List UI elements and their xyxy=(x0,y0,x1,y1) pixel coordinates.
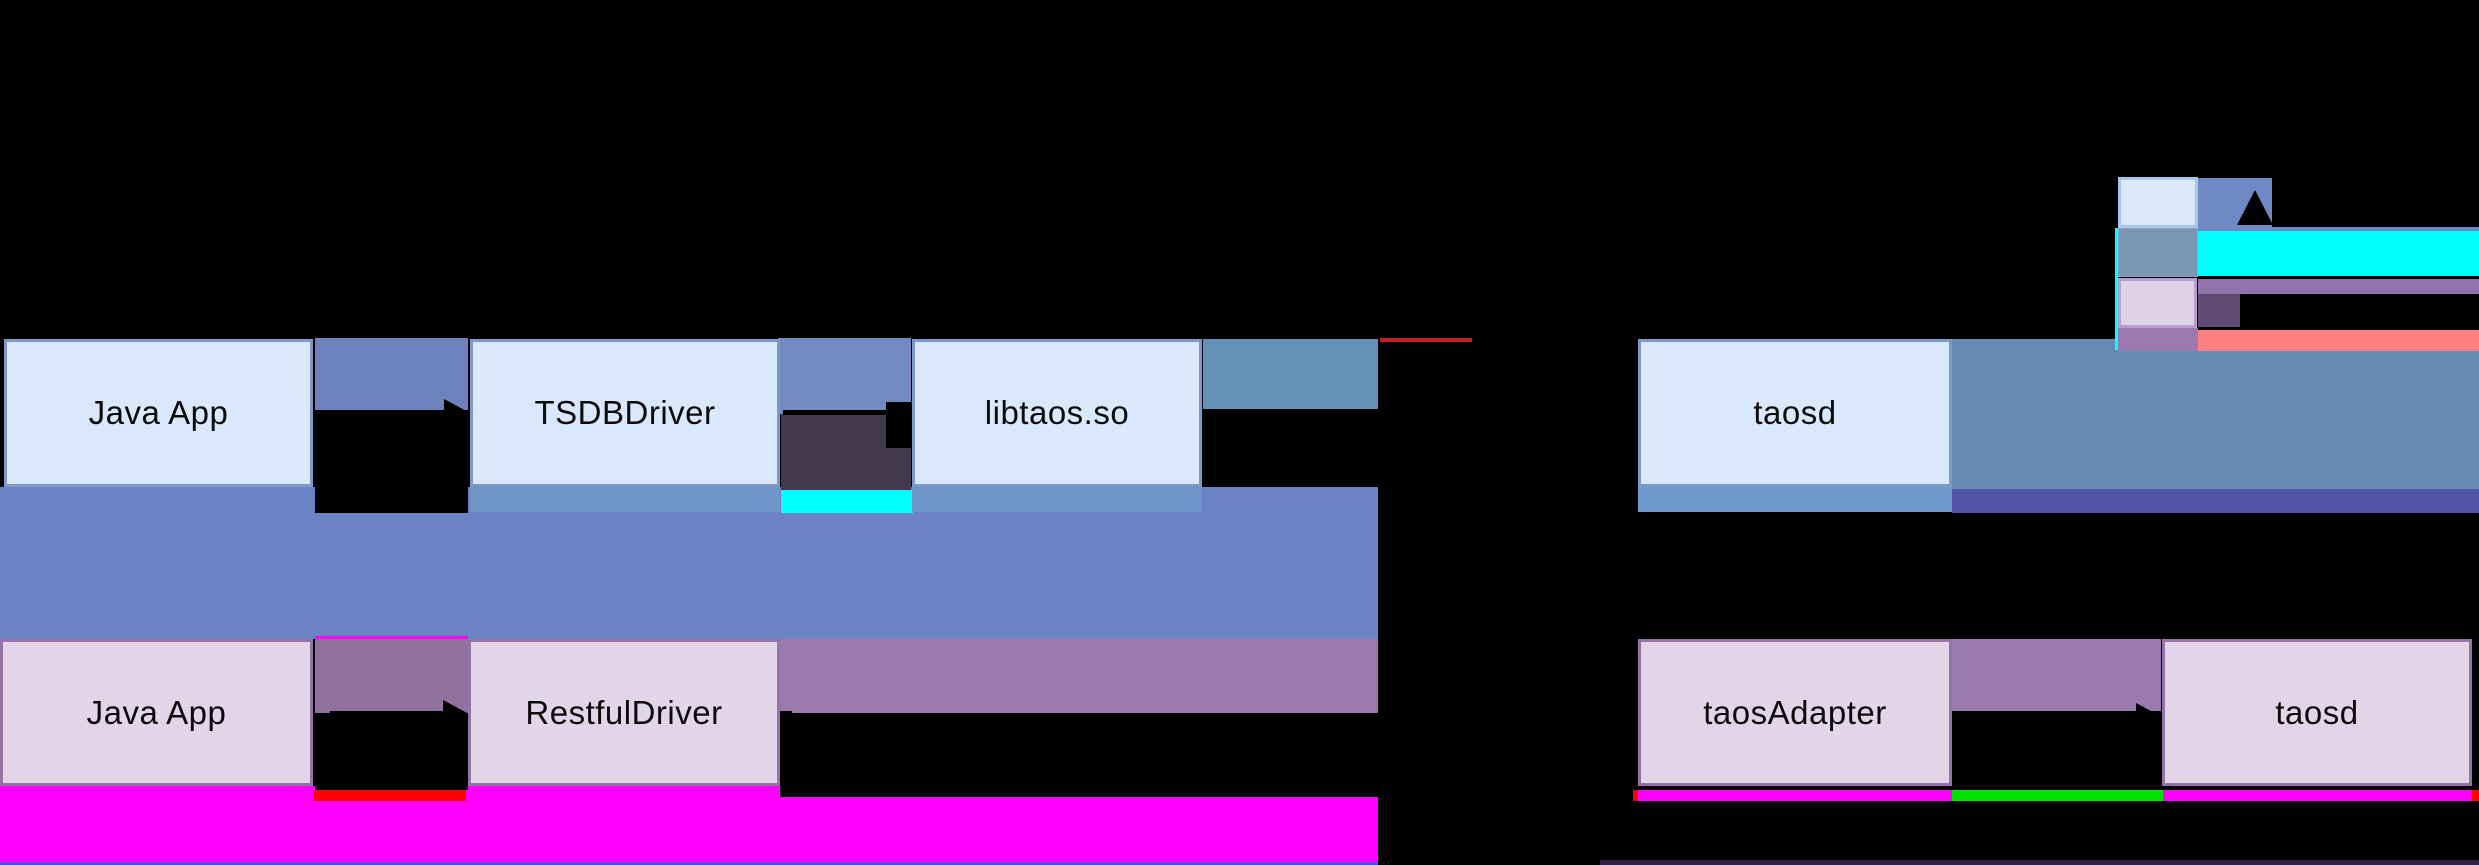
arrow-to-taosadapter-tail xyxy=(1598,711,1614,716)
magenta-strip-under-taosadapter xyxy=(1638,790,1952,801)
box-libtaos-label: libtaos.so xyxy=(984,394,1130,431)
arrowhead-javaapp-to-restfuldriver xyxy=(443,700,469,728)
arrowhead-taosadapter-to-taosd xyxy=(2136,703,2162,731)
gap-black-cutout xyxy=(315,410,468,513)
band-javaapp-tsdbdriver xyxy=(315,338,468,412)
box-taosd-bottom-label: taosd xyxy=(2275,693,2359,731)
legend-swatch-steel xyxy=(2118,228,2198,277)
legend-swatch-light-blue xyxy=(2118,177,2198,228)
arrow-taosadapter-to-taosd xyxy=(1958,714,2138,719)
box-tsdbdriver-label: TSDBDriver xyxy=(534,394,716,431)
legend-slate-underline xyxy=(2198,227,2479,231)
box-taosd-bottom: taosd xyxy=(2162,639,2472,786)
green-strip xyxy=(1952,790,2163,801)
band-right-of-restfuldriver xyxy=(780,639,1378,713)
steel-strip-under-taosd xyxy=(1638,487,1952,512)
box-java-app-bottom: Java App xyxy=(0,639,313,786)
bottom-blue-strip xyxy=(0,862,1378,865)
steel-strip-under-libtaos xyxy=(912,487,1202,512)
arrowhead-to-taosadapter xyxy=(1612,700,1638,728)
legend-salmon-bar xyxy=(2198,330,2479,351)
box-java-app-top: Java App xyxy=(4,339,313,487)
indigo-band xyxy=(1952,489,2479,513)
box-libtaos: libtaos.so xyxy=(912,339,1202,487)
bottom-dark-purple-strip xyxy=(1600,860,2479,865)
arrow-javaapp-to-tsdbdriver xyxy=(330,410,450,415)
box-taosadapter-label: taosAdapter xyxy=(1703,693,1887,731)
legend-cyan-bar xyxy=(2198,231,2479,276)
bottom-right-black-cutout xyxy=(780,713,1378,797)
bottom-gap-black-cutout xyxy=(315,713,468,790)
band-javaapp-restfuldriver xyxy=(315,639,468,713)
magenta-band xyxy=(0,786,1378,862)
band-tsdbdriver-libtaos xyxy=(778,338,911,414)
legend-dark-purple-chunk xyxy=(2198,294,2240,327)
box-taosd-top: taosd xyxy=(1638,339,1952,487)
magenta-strip-under-taosd-bottom xyxy=(2163,790,2472,801)
red-line-segment xyxy=(1380,338,1472,342)
red-sliver-left xyxy=(1633,790,1639,801)
cyan-strip xyxy=(781,490,913,513)
legend-cyan-sliver xyxy=(2115,228,2118,350)
band-taosadapter-taosd xyxy=(1952,639,2161,711)
box-taosadapter: taosAdapter xyxy=(1638,639,1952,786)
arrowhead-libtaos-to-taosd xyxy=(1612,399,1638,427)
box-taosd-top-label: taosd xyxy=(1753,394,1837,431)
legend-text-glyph xyxy=(2237,190,2273,225)
steel-strip-under-tsdbdriver xyxy=(470,487,780,512)
big-blue-band xyxy=(0,487,1378,639)
box-restfuldriver: RestfulDriver xyxy=(468,639,780,786)
magenta-top-line xyxy=(315,636,468,639)
arrow-tsdbdriver-to-libtaos xyxy=(783,410,887,415)
arrow-libtaos-to-taosd-tail xyxy=(1205,410,1219,415)
box-restfuldriver-label: RestfulDriver xyxy=(525,693,723,731)
arrowhead-tsdbdriver-to-libtaos xyxy=(886,402,911,448)
red-bar xyxy=(313,790,466,801)
arrowhead-javaapp-to-tsdbdriver xyxy=(444,399,470,427)
box-java-app-bottom-label: Java App xyxy=(86,693,227,731)
box-java-app-top-label: Java App xyxy=(88,394,229,431)
legend-swatch-lavender xyxy=(2118,278,2197,328)
legend-purple-extension xyxy=(2118,328,2198,351)
red-sliver-right xyxy=(2472,790,2479,801)
tall-steel-band-right-of-taosd xyxy=(1952,339,2479,490)
legend-purple-bar xyxy=(2198,279,2479,294)
arrow-javaapp-to-restfuldriver xyxy=(330,711,445,716)
box-tsdbdriver: TSDBDriver xyxy=(470,339,780,487)
band-right-of-libtaos xyxy=(1203,339,1378,409)
